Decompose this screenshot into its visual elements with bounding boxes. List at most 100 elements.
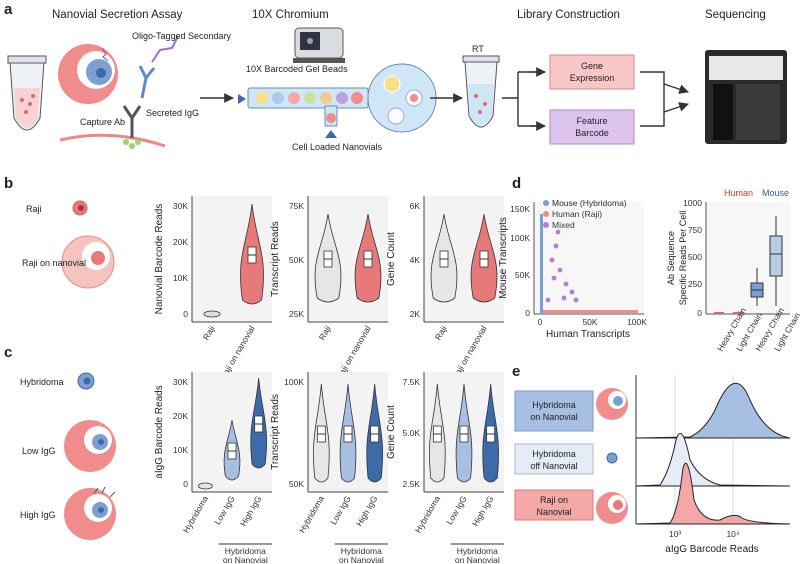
title-chromium: 10X Chromium xyxy=(252,9,329,21)
label-feature-2: Barcode xyxy=(575,128,609,138)
human-points xyxy=(543,310,638,313)
c-plot-2-xtick-0: Hybridoma xyxy=(413,494,442,535)
row-e-hyb-on-1: Hybridoma xyxy=(532,400,576,410)
c-plot-0-group-2: on Nanovial xyxy=(223,555,268,564)
mixed-point-9 xyxy=(551,275,557,281)
title-library: Library Construction xyxy=(517,9,620,21)
c-plot-0-ytick-1: 20K xyxy=(173,411,188,421)
c-plot-2-xtick-2: High IgG xyxy=(470,494,495,528)
title-secretion-assay: Nanovial Secretion Assay xyxy=(52,9,183,21)
b-plot-1-xtick-0: Raji xyxy=(317,324,333,342)
split-lines xyxy=(502,71,540,127)
raji-nanovial-icon xyxy=(61,235,115,289)
mouse-points xyxy=(540,214,543,314)
raji-nucleus xyxy=(78,205,84,211)
panel-d-label: d xyxy=(512,175,521,192)
scatter-ytick-1: 100K xyxy=(510,233,530,243)
scatter-ytick-0: 150K xyxy=(510,204,530,214)
box-human-light xyxy=(733,312,743,314)
c-plot-0-xtick-1: Low IgG xyxy=(212,494,236,526)
scatter-ylabel: Mouse Transcripts xyxy=(498,217,509,299)
c-plot-2-ylabel: Gene Count xyxy=(386,405,397,459)
b-plot-1-ylabel: Transcript Reads xyxy=(270,221,281,297)
box-ylabel-2: Specific Reads Per Cell xyxy=(678,211,688,306)
scatter-ytick-3: 0 xyxy=(525,308,530,318)
b-plot-1-ytick-1: 50K xyxy=(289,255,304,265)
row-e-raji-on xyxy=(514,489,594,521)
c-plot-2-xtick-1: Low IgG xyxy=(444,494,468,526)
b-plot-2-ytick-1: 4K xyxy=(410,255,421,265)
b-plot-2-xtick-0: Raji xyxy=(433,324,449,342)
title-sequencing: Sequencing xyxy=(705,9,766,21)
panel-a-label: a xyxy=(4,1,13,18)
label-gene-1: Gene xyxy=(581,61,603,71)
low-igg-nanovial-icon xyxy=(64,420,116,472)
c-plot-2-ytick-1: 5.0K xyxy=(403,428,421,438)
mixed-point-2 xyxy=(557,267,563,273)
ridge-xtick-0: 10³ xyxy=(669,529,681,539)
label-oligo: Oligo-Tagged Secondary xyxy=(132,31,232,41)
mixed-point-1 xyxy=(553,243,559,249)
c-plot-1-xtick-2: High IgG xyxy=(354,494,379,528)
c-plot-2-group-1: Hybridoma xyxy=(457,546,498,556)
high-igg-nanovial-icon xyxy=(64,486,116,540)
box-human-heavy xyxy=(714,312,724,314)
rt-tube-icon xyxy=(462,55,500,128)
b-plot-1-ytick-2: 25K xyxy=(289,309,304,319)
b-plot-0-ytick-0: 30K xyxy=(173,201,188,211)
panel-e-label: e xyxy=(512,363,520,380)
ridge-raji-on xyxy=(635,462,791,525)
label-secreted: Secreted IgG xyxy=(146,108,199,118)
label-gene-2: Expression xyxy=(570,73,615,83)
box-ytick-3: 250 xyxy=(688,279,702,289)
antibody-icon xyxy=(59,35,179,149)
c-plot-0-ytick-3: 0 xyxy=(183,479,188,489)
b-plot-2-ylabel: Gene Count xyxy=(386,232,397,286)
ab-box-plot: Human Mouse 1000 750 500 250 0 Heavy Cha… xyxy=(666,188,800,353)
box-ylabel-1: Ab Sequence xyxy=(666,231,676,285)
row-hybridoma: Hybridoma xyxy=(20,377,64,387)
group-mouse: Mouse xyxy=(762,188,789,198)
scatter-xlabel: Human Transcripts xyxy=(546,329,630,340)
row-e-raji-1: Raji on xyxy=(540,495,568,505)
ridge-plot: 10³ 10⁴ aIgG Barcode Reads xyxy=(635,375,791,555)
row-e-hybridoma-on xyxy=(514,390,594,432)
mixed-point-6 xyxy=(545,297,551,303)
row-e-raji-2: Nanovial xyxy=(536,507,571,517)
row-raji-nanovial: Raji on nanovial xyxy=(22,258,86,268)
hybridoma-nucleus xyxy=(83,377,91,385)
b-plot-2-ytick-2: 2K xyxy=(410,309,421,319)
mixed-point-7 xyxy=(561,295,567,301)
box-mouse-light xyxy=(769,235,783,277)
c-plot-2-group-2: on Nanovial xyxy=(455,555,500,564)
row-e-hyb-on-2: on Nanovial xyxy=(530,412,578,422)
box-ytick-2: 500 xyxy=(688,252,702,262)
box-ytick-0: 1000 xyxy=(683,198,702,208)
b-plot-0-ytick-2: 10K xyxy=(173,273,188,283)
row-low-igg: Low IgG xyxy=(22,446,56,456)
inlet-arrow xyxy=(238,94,246,104)
c-plot-0-xtick-0: Hybridoma xyxy=(181,494,210,535)
row-e-icons xyxy=(596,388,628,524)
legend-mouse: Mouse (Hybridoma) xyxy=(552,198,627,208)
mixed-point-4 xyxy=(569,289,575,295)
c-plot-0-xtick-2: High IgG xyxy=(238,494,263,528)
label-beads: 10X Barcoded Gel Beads xyxy=(246,64,348,74)
c-plot-1-xtick-1: Low IgG xyxy=(328,494,352,526)
c-plot-0-ytick-2: 10K xyxy=(173,445,188,455)
legend-mixed-dot xyxy=(543,222,549,228)
mixed-point-5 xyxy=(555,229,561,235)
label-cells: Cell Loaded Nanovials xyxy=(292,142,383,152)
group-human: Human xyxy=(724,188,753,198)
merge-lines xyxy=(640,71,665,127)
legend-human: Human (Raji) xyxy=(552,209,602,219)
row-e-hybridoma-off xyxy=(514,443,594,475)
c-plot-1-ytick-0: 100K xyxy=(284,377,304,387)
c-plot-1-ytick-1: 50K xyxy=(289,479,304,489)
ridge-hyb-on xyxy=(635,382,791,439)
legend-mixed: Mixed xyxy=(552,220,575,230)
